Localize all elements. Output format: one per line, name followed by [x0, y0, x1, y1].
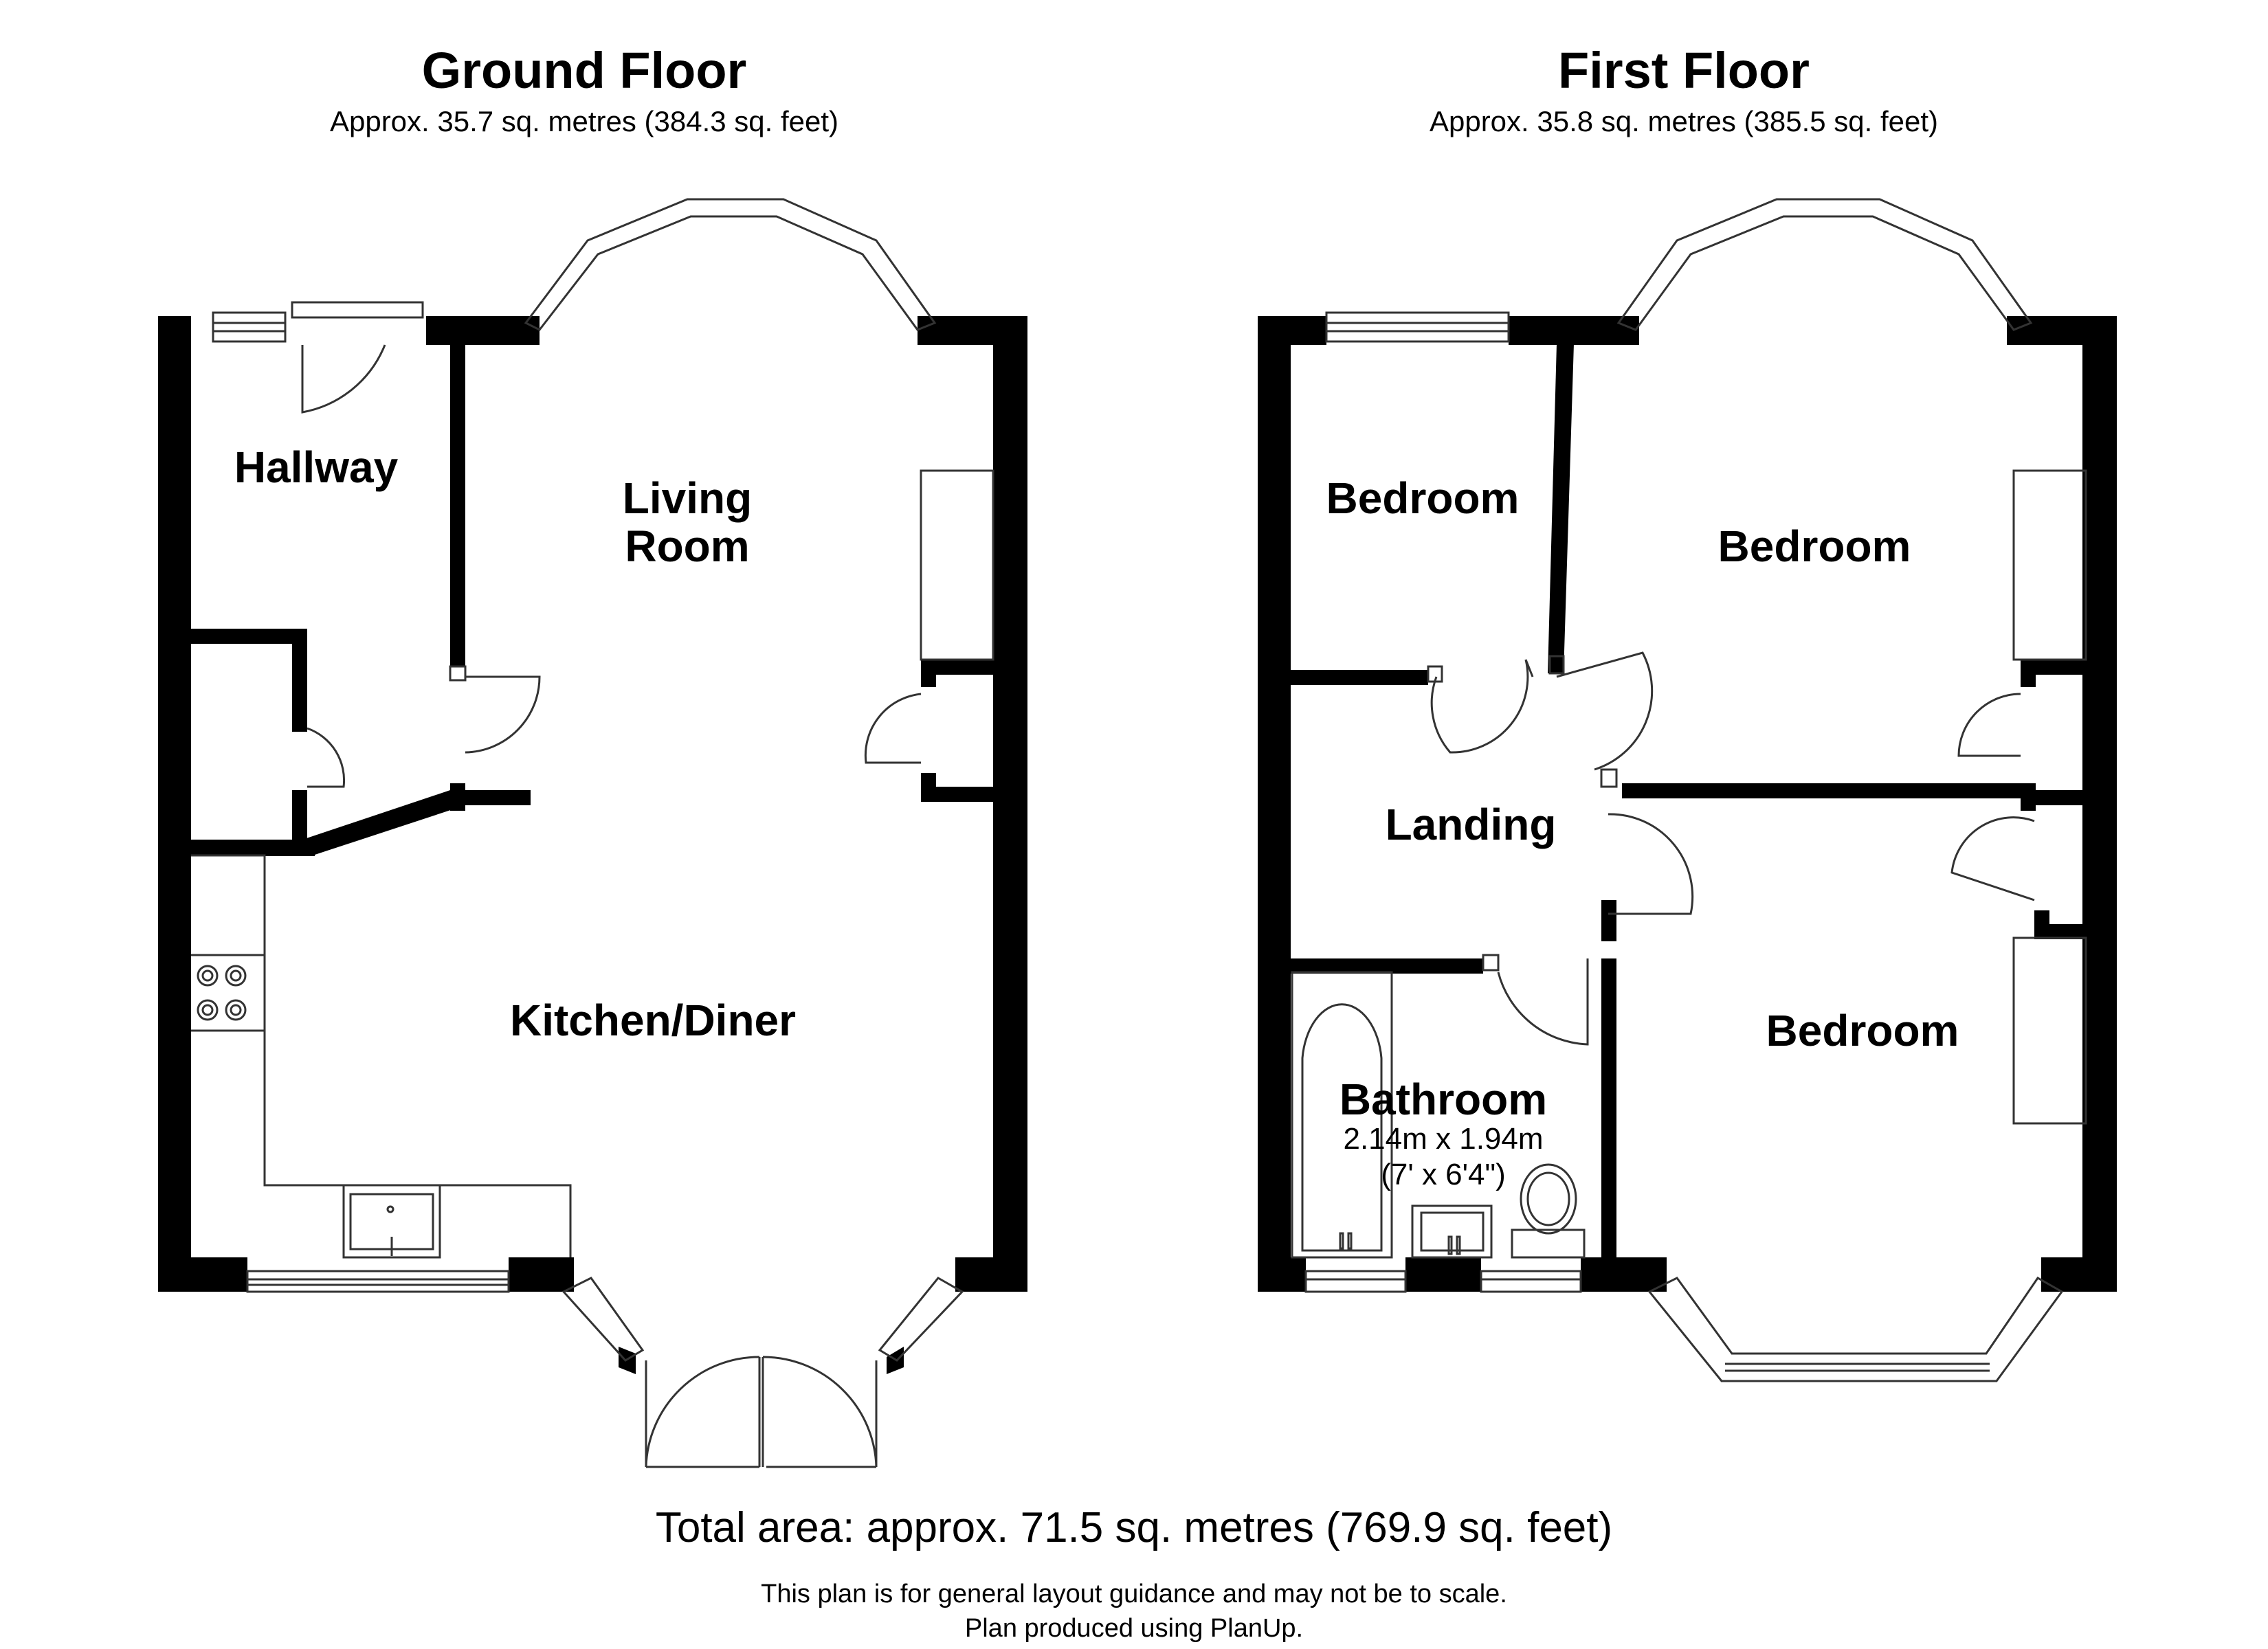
- total-area: Total area: approx. 71.5 sq. metres (769…: [655, 1504, 1613, 1551]
- room-label-kitchen-diner: Kitchen/Diner: [509, 996, 797, 1045]
- first-floor-title: First Floor: [1558, 42, 1810, 99]
- disclaimer-line1: This plan is for general layout guidance…: [761, 1580, 1507, 1608]
- room-label-bathroom: Bathroom: [1339, 1075, 1548, 1124]
- first-floor-walls: [1258, 316, 2117, 1292]
- room-label-bedroom-small: Bedroom: [1326, 473, 1520, 523]
- ground-floor-fixtures: [191, 198, 994, 1468]
- room-label-bedroom-front: Bedroom: [1717, 521, 1911, 571]
- ground-floor-walls: [158, 316, 1027, 1374]
- room-label-hallway: Hallway: [234, 442, 399, 492]
- room-label-living-line1: Living: [622, 473, 753, 523]
- ground-floor-title: Ground Floor: [421, 42, 747, 99]
- first-floor-fixtures: [1291, 198, 2087, 1382]
- room-label-bedroom-rear: Bedroom: [1766, 1006, 1959, 1055]
- bathroom-dimensions-imperial: (7' x 6'4"): [1381, 1158, 1506, 1191]
- disclaimer-line2: Plan produced using PlanUp.: [964, 1614, 1304, 1643]
- room-label-living-line2: Room: [625, 521, 750, 571]
- bathroom-dimensions-metric: 2.14m x 1.94m: [1343, 1122, 1544, 1156]
- room-label-landing: Landing: [1385, 800, 1557, 849]
- first-floor-area: Approx. 35.8 sq. metres (385.5 sq. feet): [1429, 105, 1939, 137]
- ground-floor-area: Approx. 35.7 sq. metres (384.3 sq. feet): [329, 105, 839, 137]
